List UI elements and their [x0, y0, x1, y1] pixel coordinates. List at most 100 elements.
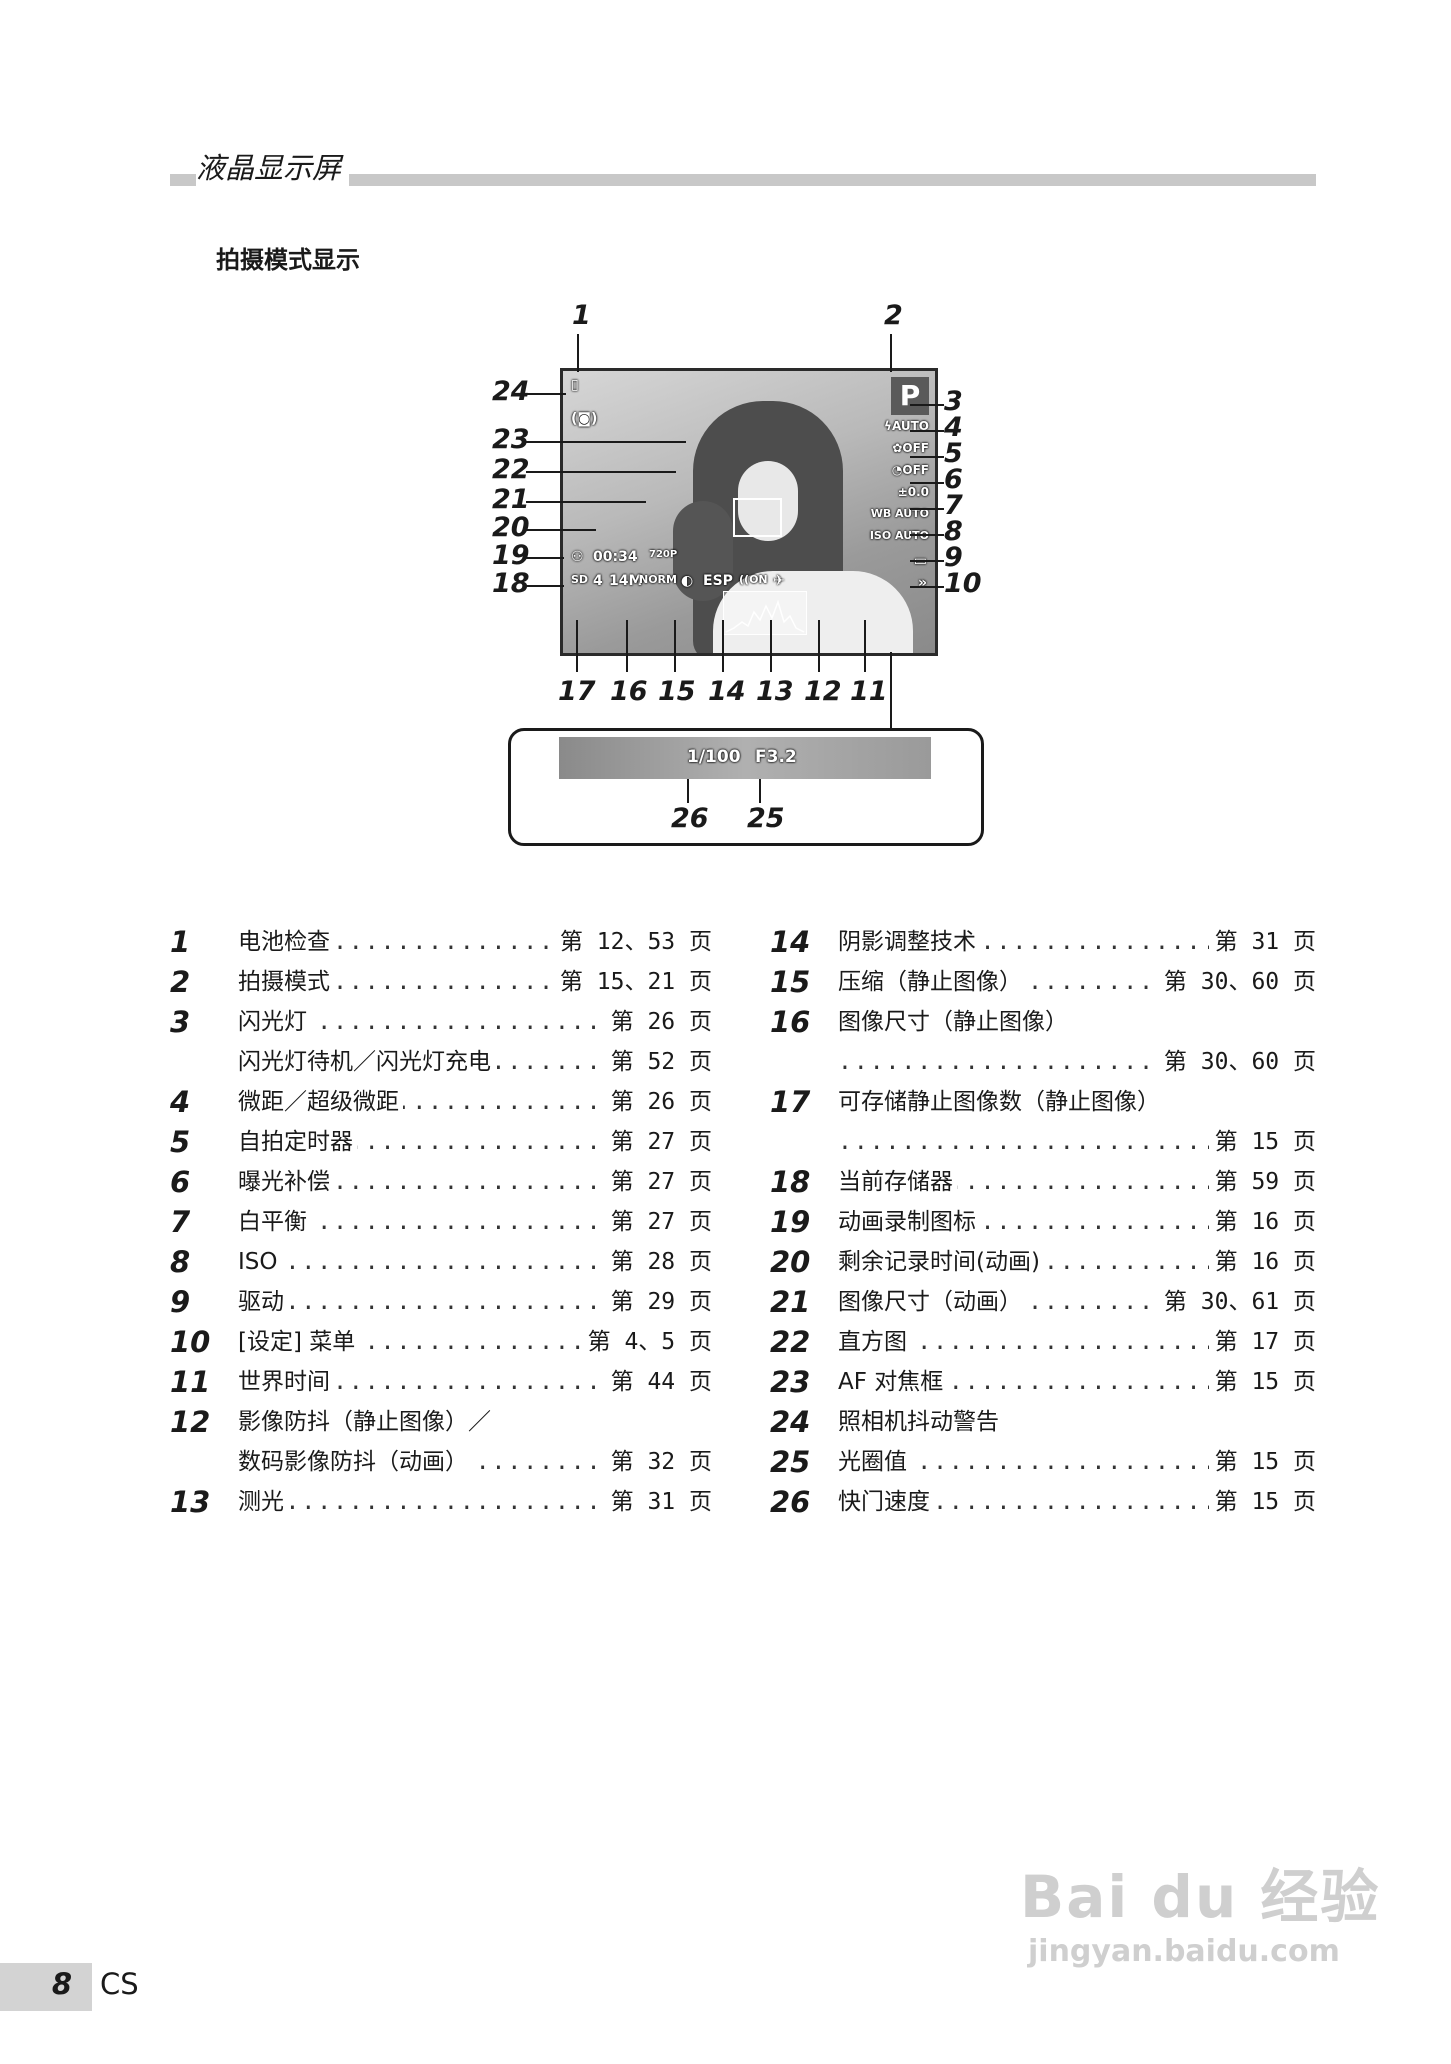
callout-24: 24: [492, 376, 530, 407]
page-reference: 第 29 页: [604, 1282, 712, 1322]
self-timer-icon: ◔OFF: [891, 463, 929, 477]
leader-5: [910, 456, 944, 458]
legend-number: 11: [170, 1365, 211, 1399]
legend-number: 23: [770, 1365, 811, 1399]
legend-row: 23......................................…: [770, 1362, 1316, 1402]
histogram: [723, 591, 807, 635]
callout-15: 15: [658, 676, 696, 707]
page-reference: 第 30、60 页: [1157, 1042, 1316, 1082]
leader-13: [770, 620, 772, 672]
macro-icon: ✿OFF: [892, 441, 929, 455]
page-reference: 第 15、21 页: [553, 962, 712, 1002]
legend-label: 动画录制图标: [838, 1209, 980, 1235]
leader-23: [526, 441, 686, 443]
legend-number: 2: [170, 965, 191, 999]
leader-22: [526, 471, 676, 473]
callout-3: 3: [944, 386, 963, 417]
legend-number: 22: [770, 1325, 811, 1359]
callout-19: 19: [492, 540, 530, 571]
leader-8: [910, 534, 944, 536]
page-reference: 第 26 页: [604, 1002, 712, 1042]
legend-row: 11......................................…: [170, 1362, 712, 1402]
page-reference: 第 31 页: [1208, 922, 1316, 962]
battery-icon: ▯: [571, 377, 579, 393]
callout-26: 26: [671, 803, 709, 834]
lcd-diagram: P ▯ (◙) ϟAUTO ✿OFF ◔OFF ±0.0 WB AUTO ISO…: [470, 300, 1010, 860]
legend-entry: ........................................…: [238, 1162, 712, 1202]
legend-number: 5: [170, 1125, 191, 1159]
legend-label: 电池检查: [238, 929, 334, 955]
legend-number: 9: [170, 1285, 191, 1319]
zoom-box: 1/100 F3.2 26 25: [508, 728, 984, 846]
legend-right: 14......................................…: [770, 922, 1316, 1522]
legend-label: 快门速度: [838, 1489, 934, 1515]
legend-label: 影像防抖（静止图像）／: [238, 1409, 495, 1435]
legend-row: 4.......................................…: [170, 1082, 712, 1122]
legend-row: 26......................................…: [770, 1482, 1316, 1522]
legend-row: 7.......................................…: [170, 1202, 712, 1242]
legend-row: 8.......................................…: [170, 1242, 712, 1282]
legend-entry: ........................................…: [238, 962, 712, 1002]
page-reference: 第 30、60 页: [1157, 962, 1316, 1002]
shooting-mode-icon: P: [891, 377, 929, 415]
callout-5: 5: [944, 438, 963, 469]
white-balance-icon: WB AUTO: [870, 507, 929, 520]
legend-label: [设定] 菜单: [238, 1329, 360, 1355]
legend-entry: ........................................…: [838, 1282, 1316, 1322]
leader-7: [910, 508, 944, 510]
leader-20: [526, 529, 596, 531]
page-reference: 第 16 页: [1208, 1202, 1316, 1242]
callout-4: 4: [944, 412, 963, 443]
leader-26: [687, 779, 689, 803]
callout-22: 22: [492, 454, 530, 485]
page-reference: 第 30、61 页: [1157, 1282, 1316, 1322]
storage-icon: SD: [571, 573, 589, 586]
leader-1: [577, 334, 579, 372]
callout-17: 17: [558, 676, 596, 707]
photo-hand: [673, 501, 733, 601]
page-reference: 第 59 页: [1208, 1162, 1316, 1202]
legend-entry: ........................................…: [238, 1242, 712, 1282]
legend-label: ISO: [238, 1249, 282, 1275]
legend-entry: ........................................…: [838, 922, 1316, 962]
watermark-url: jingyan.baidu.com: [1028, 1934, 1340, 1969]
legend-number: 20: [770, 1245, 811, 1279]
page-reference: 第 28 页: [604, 1242, 712, 1282]
legend-entry: ........................................…: [838, 1162, 1316, 1202]
page-number: 8: [51, 1967, 72, 2001]
photo-face: [738, 461, 798, 541]
iso-icon: ISO AUTO: [869, 529, 929, 542]
legend-label: 压缩（静止图像）: [838, 969, 1026, 995]
page-reference: 第 27 页: [604, 1162, 712, 1202]
callout-25: 25: [747, 803, 785, 834]
leader-12: [818, 620, 820, 672]
legend-label: 图像尺寸（静止图像）: [838, 1009, 1072, 1035]
leader-25: [759, 779, 761, 803]
menu-icon: »: [917, 575, 927, 591]
legend-left: 1.......................................…: [170, 922, 712, 1522]
legend-label: 光圈值: [838, 1449, 911, 1475]
legend-number: 18: [770, 1165, 811, 1199]
leader-zoom: [890, 652, 892, 730]
legend-label: 可存储静止图像数（静止图像）: [838, 1089, 1164, 1115]
leader-2: [890, 334, 892, 372]
legend-entry: ........................................…: [238, 1442, 712, 1482]
leader-24: [526, 393, 566, 395]
legend-number: 1: [170, 925, 191, 959]
legend-number: 16: [770, 1005, 811, 1039]
legend-label: 数码影像防抖（动画）: [238, 1449, 472, 1475]
legend-row: 19......................................…: [770, 1202, 1316, 1242]
leader-18: [526, 585, 564, 587]
legend-number: 26: [770, 1485, 811, 1519]
page-reference: 第 17 页: [1208, 1322, 1316, 1362]
watermark: Bai du 经验 jingyan.baidu.com: [1020, 1850, 1380, 1969]
legend-row: 16 图像尺寸（静止图像）: [770, 1002, 1316, 1042]
legend-row: 21......................................…: [770, 1282, 1316, 1322]
image-size-icon: 14M: [609, 573, 643, 589]
legend-row: 13......................................…: [170, 1482, 712, 1522]
leader-14: [722, 620, 724, 672]
page-reference: 第 26 页: [604, 1082, 712, 1122]
legend-row: 6.......................................…: [170, 1162, 712, 1202]
